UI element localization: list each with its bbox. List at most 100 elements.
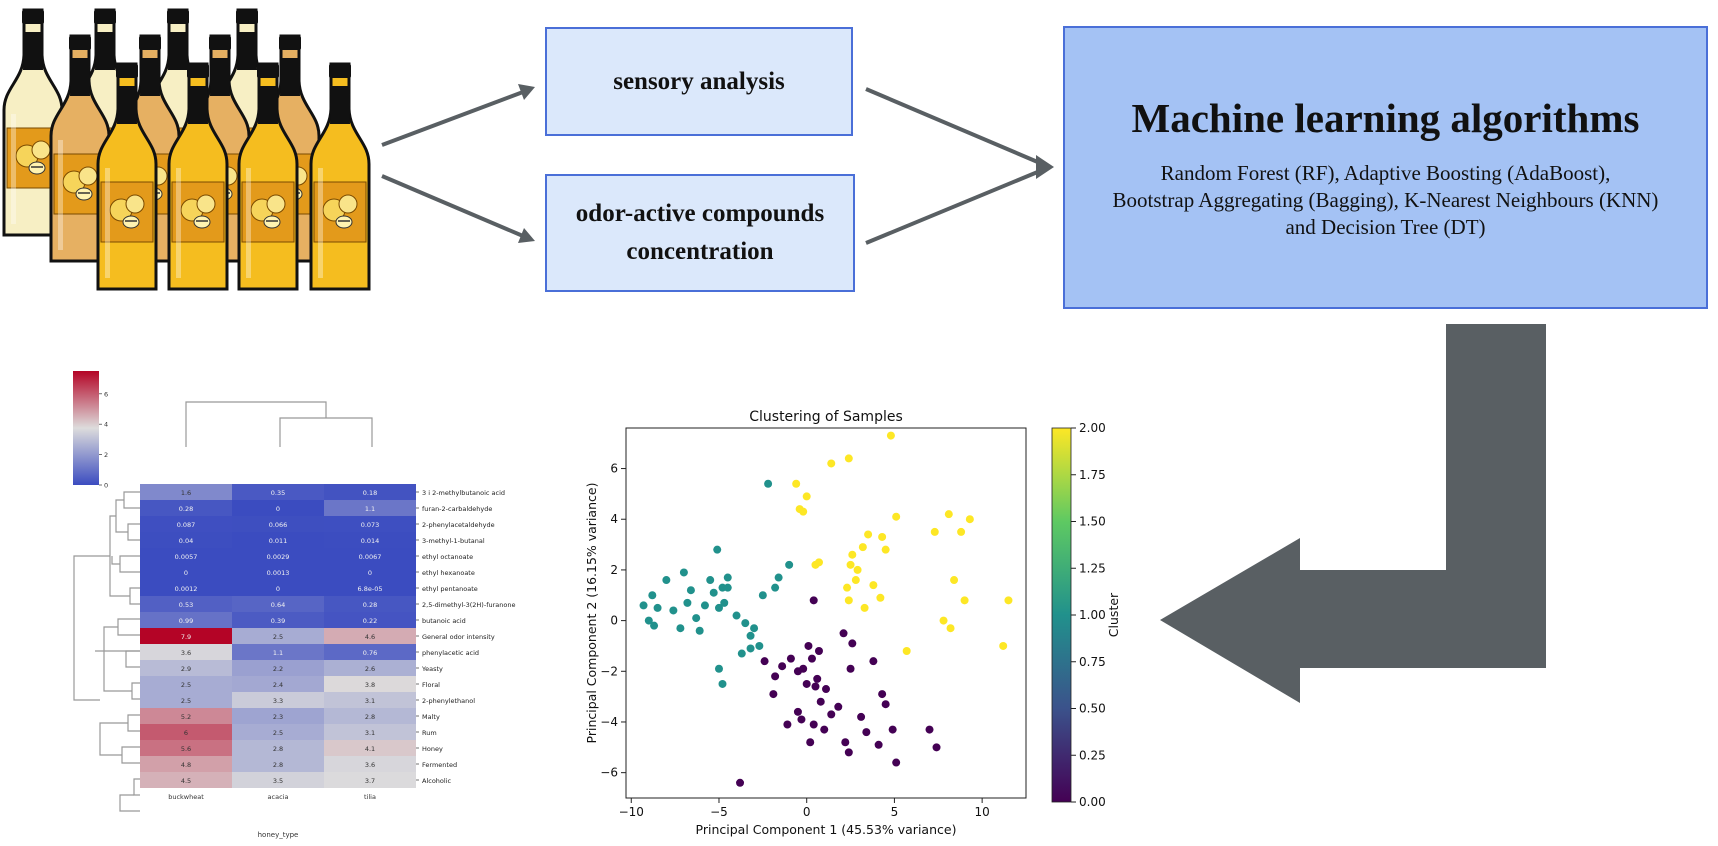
column-dendrogram: [185, 401, 373, 447]
scatter-point: [771, 672, 780, 681]
scatter-point: [881, 700, 890, 709]
heatmap-cell-value: 0.014: [361, 537, 380, 545]
scatter-point: [732, 611, 741, 620]
heatmap-cell: [232, 644, 324, 660]
heatmap-cell: [140, 772, 232, 788]
heatmap-cell-value: 0.99: [179, 617, 193, 625]
heatmap-cell: [140, 660, 232, 676]
heatmap-cell: [232, 580, 324, 596]
scatter-point: [841, 738, 850, 747]
heatmap-row-label: 2-phenylacetaldehyde: [422, 521, 495, 529]
heatmap-cell: [232, 596, 324, 612]
scatter-point: [878, 532, 887, 541]
heatmap-cell: [140, 676, 232, 692]
scatter-x-tick-label: −5: [710, 805, 728, 819]
colorbar-tick-label: 2.00: [1079, 421, 1106, 435]
scatter-point: [741, 619, 750, 628]
heatmap-cell: [140, 532, 232, 548]
scatter-point: [946, 624, 955, 633]
scatter-point: [799, 507, 808, 516]
scatter-point: [827, 459, 836, 468]
scatter-point: [886, 431, 895, 440]
arrowhead-sensory: [518, 84, 535, 100]
scatter-point: [846, 664, 855, 673]
scatter-x-axis-label: Principal Component 1 (45.53% variance): [696, 822, 957, 837]
heatmap-cell: [140, 708, 232, 724]
heatmap-cell-value: 0.087: [177, 521, 196, 529]
scatter-point: [999, 641, 1008, 650]
heatmap-row-label: Floral: [422, 681, 440, 689]
heatmap-cell-value: 0.0012: [175, 585, 198, 593]
scatter-point: [769, 690, 778, 699]
scatter-point: [713, 545, 722, 554]
heatmap-column-label: tilia: [364, 793, 376, 801]
heatmap-cell-value: 3.1: [365, 697, 375, 705]
heatmap-cell-value: 2.3: [273, 713, 283, 721]
scatter-x-tick-label: 5: [891, 805, 899, 819]
scatter-point: [793, 707, 802, 716]
scatter-point: [718, 679, 727, 688]
heatmap-cell-value: 3.7: [365, 777, 375, 785]
heatmap-cell: [324, 772, 416, 788]
heatmap-cell: [232, 628, 324, 644]
heatmap-row-label: General odor intensity: [422, 633, 495, 641]
scatter-point: [736, 778, 745, 787]
heatmap-cell-value: 0.64: [271, 601, 285, 609]
heatmap-cell-value: 0.0029: [267, 553, 290, 561]
heatmap-cell: [324, 708, 416, 724]
heatmap-cell-value: 2.5: [181, 681, 191, 689]
scatter-point: [644, 616, 653, 625]
heatmap-cell-value: 5.2: [181, 713, 191, 721]
scatter-point: [723, 573, 732, 582]
heatmap-column-label: acacia: [268, 793, 289, 801]
scatter-y-tick-label: 0: [610, 614, 618, 628]
heatmap-cell: [232, 740, 324, 756]
heatmap-row-label: 3-methyl-1-butanal: [422, 537, 485, 545]
scatter-point: [874, 740, 883, 749]
heatmap-cell: [232, 708, 324, 724]
heatmap-cell-value: 0.28: [363, 601, 377, 609]
heatmap-cell: [324, 692, 416, 708]
heatmap-cell-value: 2.9: [181, 665, 191, 673]
scatter-point: [807, 654, 816, 663]
scatter-point: [957, 527, 966, 536]
odor-compounds-label-line2: concentration: [626, 238, 774, 265]
heatmap-cell-value: 2.8: [365, 713, 375, 721]
beer-bottle-icon: [2, 8, 64, 237]
scatter-point: [860, 603, 869, 612]
heatmap-cell: [140, 644, 232, 660]
heatmap-cell: [324, 644, 416, 660]
scatter-point: [930, 527, 939, 536]
scatter-point: [692, 614, 701, 623]
scatter-point: [960, 596, 969, 605]
heatmap-cell: [232, 692, 324, 708]
scatter-point: [783, 720, 792, 729]
scatter-point: [679, 568, 688, 577]
scatter-point: [695, 626, 704, 635]
heatmap-cell-value: 7.9: [181, 633, 191, 641]
heatmap-cell-value: 1.1: [365, 505, 375, 513]
heatmap-cell: [140, 740, 232, 756]
colorbar-tick-label: 1.25: [1079, 561, 1106, 575]
scatter-point: [709, 588, 718, 597]
heatmap-cell: [140, 564, 232, 580]
scatter-point: [816, 697, 825, 706]
heatmap-cell: [140, 580, 232, 596]
heatmap-cell-value: 2.2: [273, 665, 283, 673]
heatmap-cell-value: 0: [368, 569, 372, 577]
sensory-analysis-box: sensory analysis: [545, 27, 853, 136]
scatter-point: [813, 674, 822, 683]
arrow-odor-to-ml: [865, 169, 1041, 245]
cluster-colorbar: [1051, 427, 1072, 803]
scatter-point: [799, 664, 808, 673]
scatter-point: [792, 479, 801, 488]
colorbar-tick-label: 0.00: [1079, 795, 1106, 809]
